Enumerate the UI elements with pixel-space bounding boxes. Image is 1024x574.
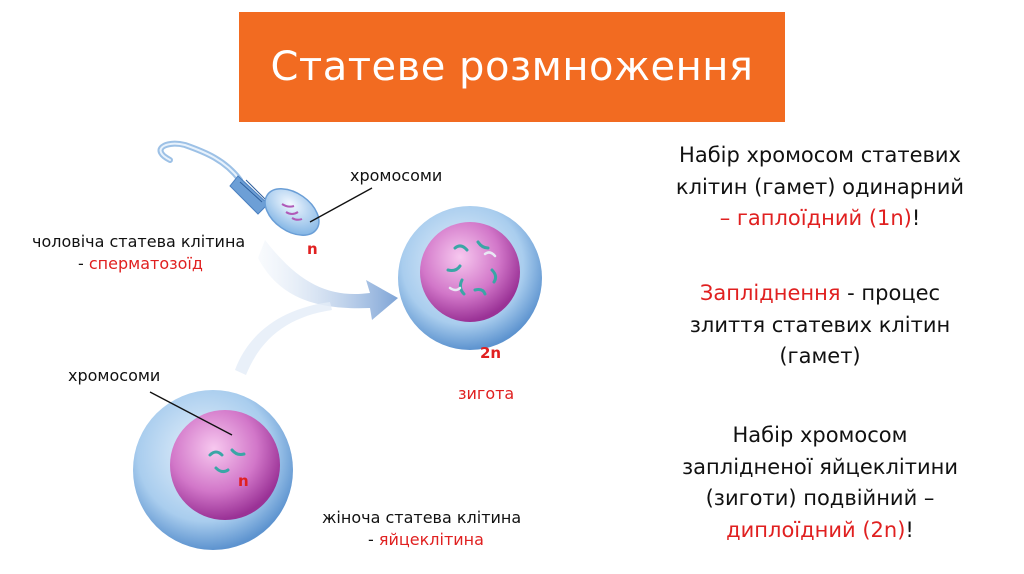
title-banner: Статеве розмноження bbox=[239, 12, 785, 122]
p1-line3: – гаплоїдний (1n)! bbox=[630, 203, 1010, 235]
paragraph-fertilization: Запліднення - процес злиття статевих клі… bbox=[630, 278, 1010, 373]
p3-line2: заплідненої яйцеклітини bbox=[682, 454, 958, 479]
female-cell-label: жіноча статева клітина bbox=[322, 508, 522, 527]
male-cell-label: чоловіча статева клітина bbox=[32, 232, 246, 251]
chromosome-pointer-top bbox=[309, 187, 373, 223]
p2-rest: - процес bbox=[840, 281, 941, 305]
sperm-tail bbox=[157, 140, 243, 183]
zygote-cell bbox=[398, 206, 542, 350]
haploid-term: – гаплоїдний (1n) bbox=[719, 206, 912, 230]
egg-ploidy-label: n bbox=[238, 472, 249, 490]
fertilization-term: Запліднення bbox=[699, 281, 841, 305]
zygote-label: зигота bbox=[458, 384, 515, 403]
female-cell-dash: - bbox=[368, 530, 379, 549]
page-title: Статеве розмноження bbox=[270, 44, 754, 90]
egg-name: яйцеклітина bbox=[378, 530, 484, 549]
p2-line3: (гамет) bbox=[779, 344, 861, 368]
p3-line3: (зиготи) подвійний – bbox=[705, 486, 935, 510]
paragraph-haploid: Набір хромосом статевих клітин (гамет) о… bbox=[630, 140, 1010, 235]
p1-line1: Набір хромосом статевих bbox=[679, 143, 961, 167]
male-cell-dash: - bbox=[78, 254, 89, 273]
sperm-midpiece bbox=[229, 175, 269, 215]
zygote-ploidy-label: 2n bbox=[480, 344, 502, 362]
sperm-cell bbox=[157, 140, 320, 236]
chromosomes-label-top: хромосоми bbox=[350, 166, 443, 185]
p3-line1: Набір хромосом bbox=[732, 423, 908, 447]
chromosome-pointer-bottom bbox=[149, 391, 233, 436]
paragraph-diploid: Набір хромосом заплідненої яйцеклітини (… bbox=[630, 420, 1010, 546]
male-cell-name-line: - сперматозоїд bbox=[78, 254, 203, 273]
p2-line1: Запліднення - процес bbox=[630, 278, 1010, 310]
p2-line2: злиття статевих клітин bbox=[689, 312, 951, 337]
fertilization-arrow bbox=[258, 240, 398, 320]
p3-line4: диплоїдний (2n)! bbox=[630, 515, 1010, 547]
sperm-ploidy-label: n bbox=[307, 240, 318, 258]
chromosomes-label-bottom: хромосоми bbox=[68, 366, 161, 385]
p3-exclaim: ! bbox=[905, 517, 914, 542]
egg-cell bbox=[133, 390, 293, 550]
diploid-term: диплоїдний (2n) bbox=[726, 517, 906, 542]
egg-arrow-trail bbox=[235, 302, 332, 375]
sperm-name: сперматозоїд bbox=[88, 254, 203, 273]
female-cell-name-line: - яйцеклітина bbox=[368, 530, 484, 549]
p1-line2: клітин (гамет) одинарний bbox=[675, 174, 965, 199]
sperm-head bbox=[264, 188, 320, 236]
sperm-chromosome bbox=[281, 203, 295, 208]
p1-exclaim: ! bbox=[911, 206, 921, 230]
fertilization-diagram bbox=[133, 140, 542, 550]
